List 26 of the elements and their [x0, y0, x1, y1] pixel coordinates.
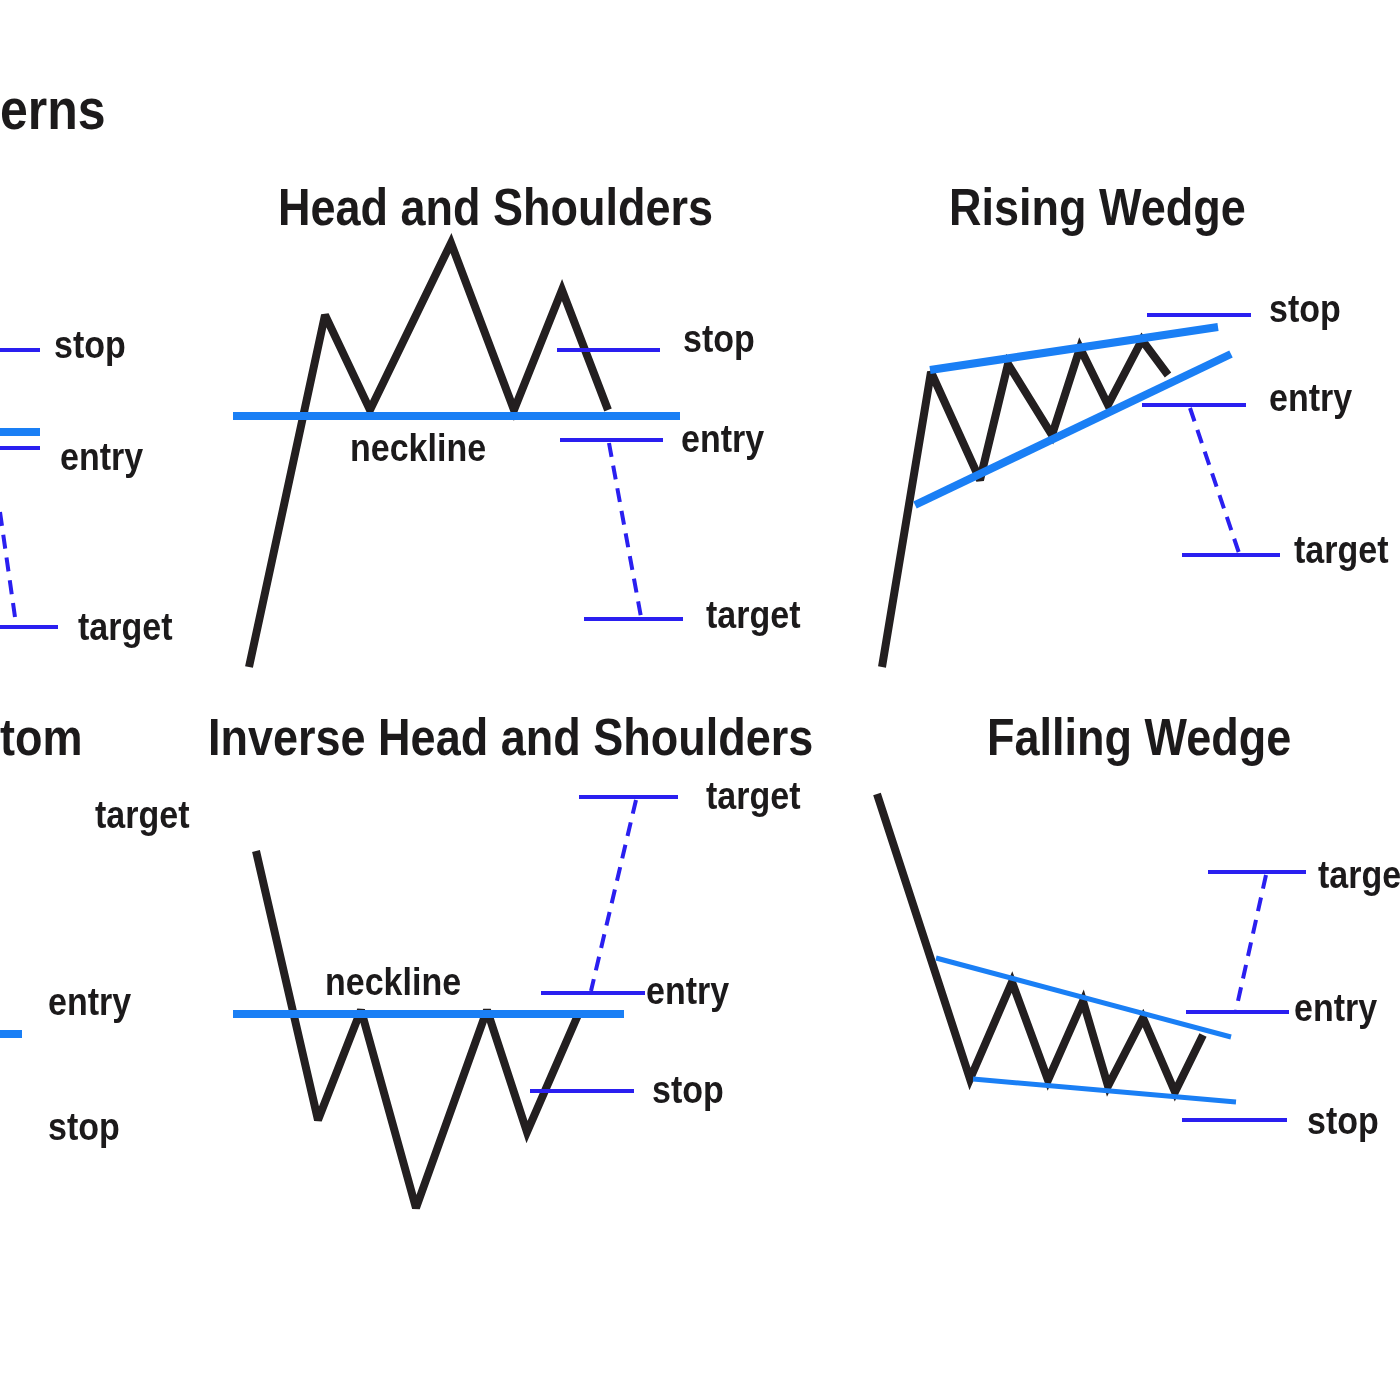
level-label: target: [78, 606, 173, 646]
level-label: stop: [1307, 1100, 1379, 1140]
level-label: target: [706, 775, 801, 815]
level-label: target: [1294, 529, 1389, 569]
level-label: targe: [1318, 854, 1400, 894]
pattern-title: Rising Wedge: [949, 181, 1246, 234]
pattern-title: Inverse Head and Shoulders: [208, 711, 814, 764]
level-label: stop: [48, 1106, 120, 1146]
level-label: target: [706, 594, 801, 634]
level-label: entry: [60, 436, 144, 476]
level-label: stop: [683, 318, 755, 358]
level-label: entry: [1294, 987, 1378, 1027]
level-label: entry: [681, 418, 765, 458]
title: erns: [0, 80, 106, 139]
pattern-title: Falling Wedge: [987, 711, 1292, 764]
level-label: stop: [54, 324, 126, 364]
level-label: entry: [646, 970, 730, 1010]
neckline-label: neckline: [350, 427, 487, 467]
level-label: entry: [1269, 377, 1353, 417]
level-label: entry: [48, 981, 132, 1021]
level-label: stop: [652, 1069, 724, 1109]
pattern-title: Head and Shoulders: [278, 181, 714, 234]
level-label: target: [95, 794, 190, 834]
neckline-label: neckline: [325, 961, 462, 1001]
level-label: stop: [1269, 288, 1341, 328]
pattern-title: tom: [0, 711, 83, 764]
